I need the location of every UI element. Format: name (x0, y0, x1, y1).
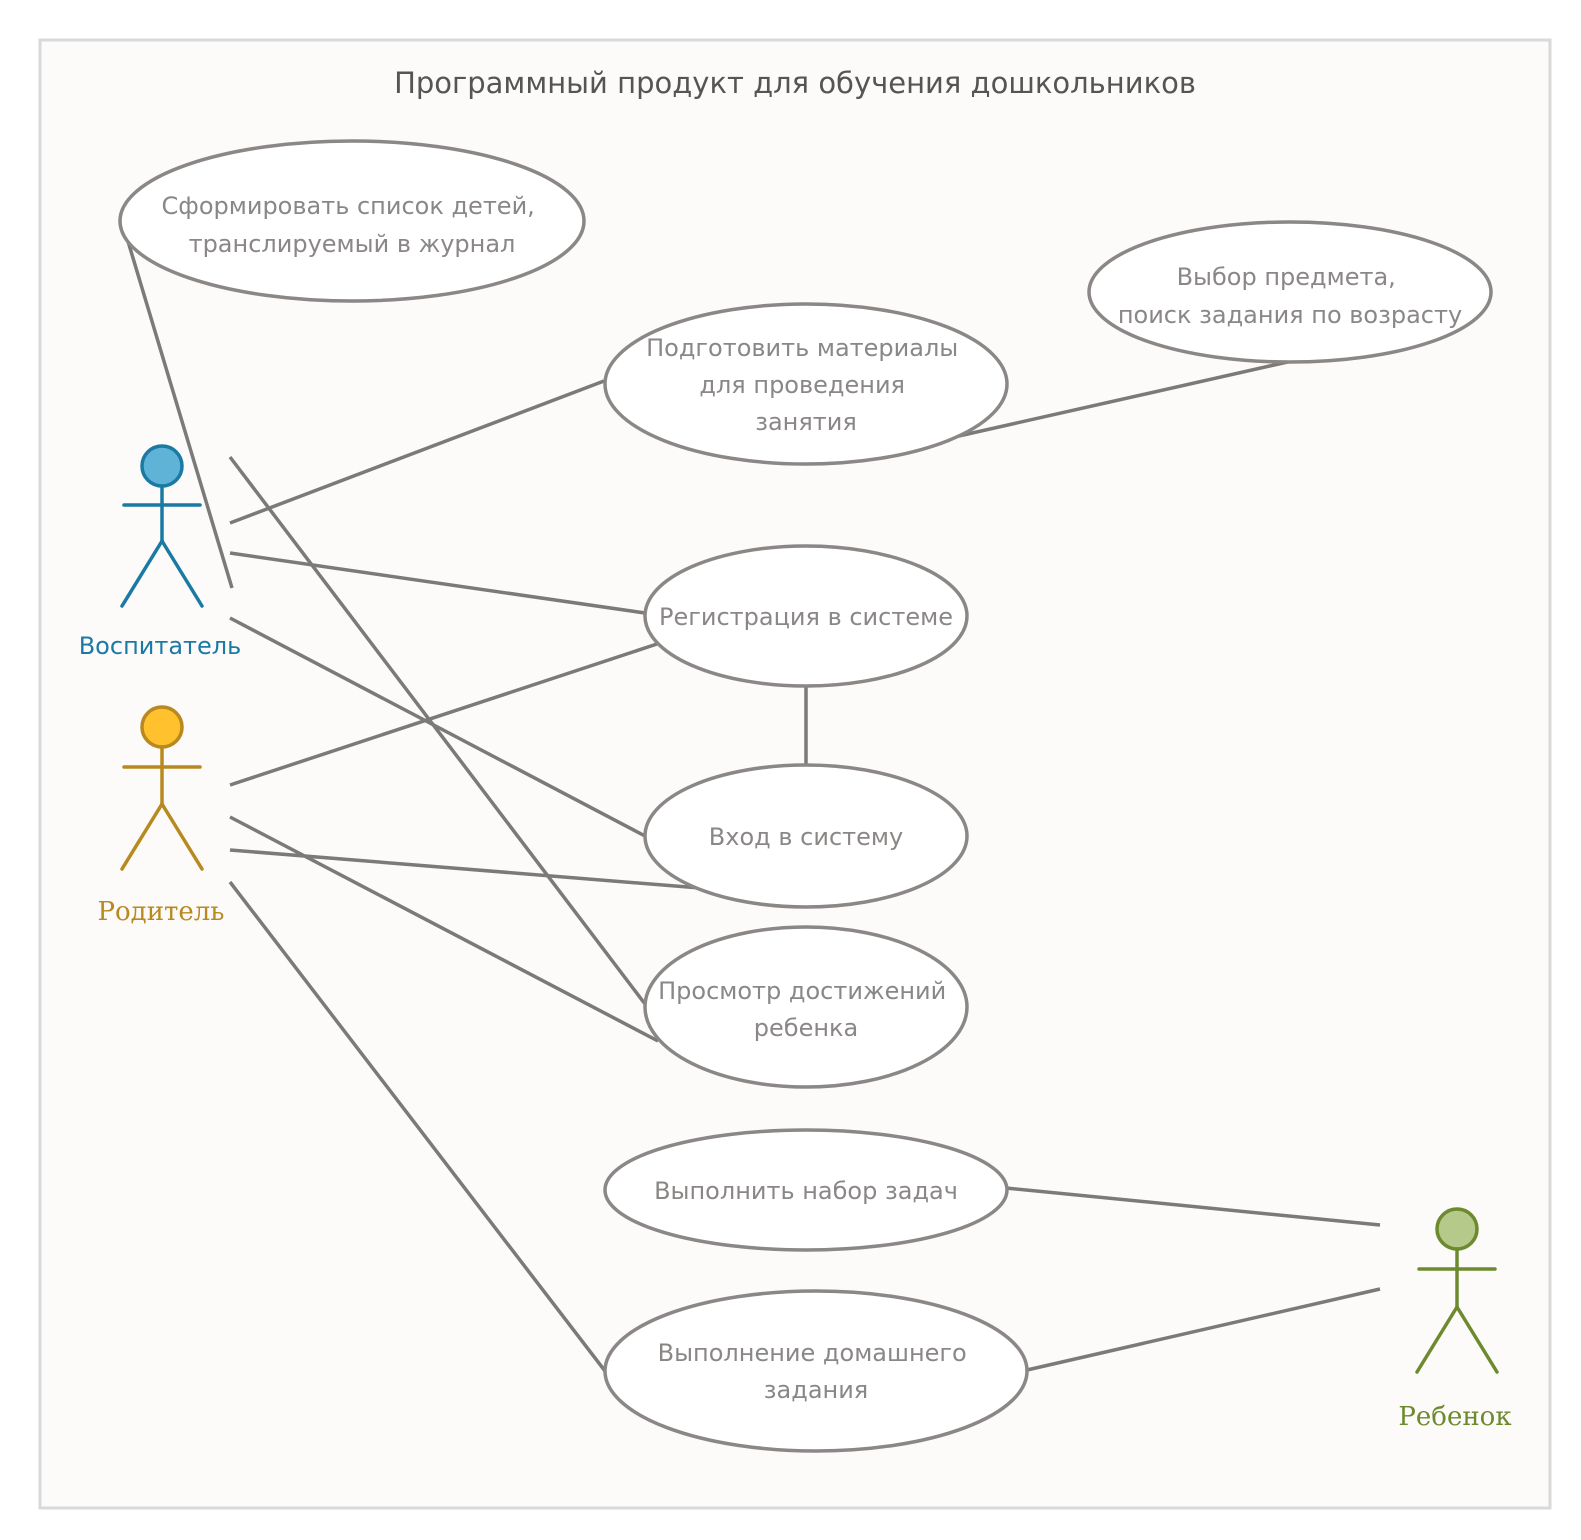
actor-teacher-head-icon (140, 444, 184, 488)
assoc-teacher-login (229, 616, 646, 838)
use-case-view-achievements[interactable]: Просмотр достижений ребенка (643, 925, 969, 1089)
use-case-homework[interactable]: Выполнение домашнего задания (603, 1289, 1029, 1453)
use-case-login[interactable]: Вход в систему (643, 763, 969, 909)
use-case-homework-label: Выполнение домашнего задания (658, 1339, 975, 1404)
use-case-login-label: Вход в систему (709, 823, 903, 851)
actor-teacher[interactable]: Воспитатель (79, 444, 242, 660)
actor-child-label: Ребенок (1398, 1402, 1511, 1432)
assoc-homework-child (1026, 1287, 1381, 1372)
assoc-teacher-registration (229, 551, 646, 615)
use-case-choose-subject-ellipse (1087, 220, 1493, 364)
actor-child-head-icon (1435, 1207, 1479, 1251)
assoc-teacher-form-list (119, 217, 234, 589)
use-case-prepare-materials-label: Подготовить материалы для проведения зан… (646, 334, 966, 436)
use-case-do-tasks-ellipse (603, 1128, 1009, 1252)
use-case-do-tasks[interactable]: Выполнить набор задач (603, 1128, 1009, 1252)
actor-teacher-body-icon (120, 484, 204, 608)
associations (119, 217, 1381, 1373)
use-case-view-achievements-label: Просмотр достижений ребенка (658, 977, 954, 1042)
assoc-parent-registration (229, 641, 661, 787)
use-case-form-list-label: Сформировать список детей, транслируемый… (162, 192, 543, 258)
actor-child[interactable]: Ребенок (1398, 1207, 1512, 1432)
assoc-parent-homework (228, 880, 607, 1373)
use-case-registration[interactable]: Регистрация в системе (643, 544, 969, 688)
use-case-form-list[interactable]: Сформировать список детей, транслируемый… (118, 139, 586, 303)
assoc-parent-view-achievements (229, 815, 659, 1043)
assoc-do-tasks-child (1005, 1186, 1381, 1227)
use-case-form-list-ellipse (118, 139, 586, 303)
assoc-teacher-prepare-materials (229, 379, 605, 525)
actor-parent-label: Родитель (98, 897, 225, 927)
use-case-prepare-materials[interactable]: Подготовить материалы для проведения зан… (603, 302, 1009, 466)
assoc-prepare-materials-choose-subject (940, 359, 1293, 442)
use-case-do-tasks-label: Выполнить набор задач (654, 1177, 958, 1205)
use-case-login-ellipse (643, 763, 969, 909)
actor-parent-head-icon (140, 705, 184, 749)
use-case-prepare-materials-ellipse (603, 302, 1009, 466)
use-case-view-achievements-ellipse (643, 925, 969, 1089)
actor-parent[interactable]: Родитель (98, 705, 225, 927)
actor-parent-body-icon (120, 745, 204, 871)
use-case-choose-subject[interactable]: Выбор предмета, поиск задания по возраст… (1087, 220, 1493, 364)
use-case-homework-ellipse (603, 1289, 1029, 1453)
use-case-choose-subject-label: Выбор предмета, поиск задания по возраст… (1118, 263, 1462, 329)
use-case-registration-ellipse (643, 544, 969, 688)
actor-child-body-icon (1415, 1247, 1499, 1374)
actor-teacher-label: Воспитатель (79, 632, 242, 660)
use-case-registration-label: Регистрация в системе (659, 603, 953, 631)
assoc-teacher-view-achievements (228, 455, 647, 1006)
diagram-title: Программный продукт для обучения дошколь… (394, 66, 1196, 100)
